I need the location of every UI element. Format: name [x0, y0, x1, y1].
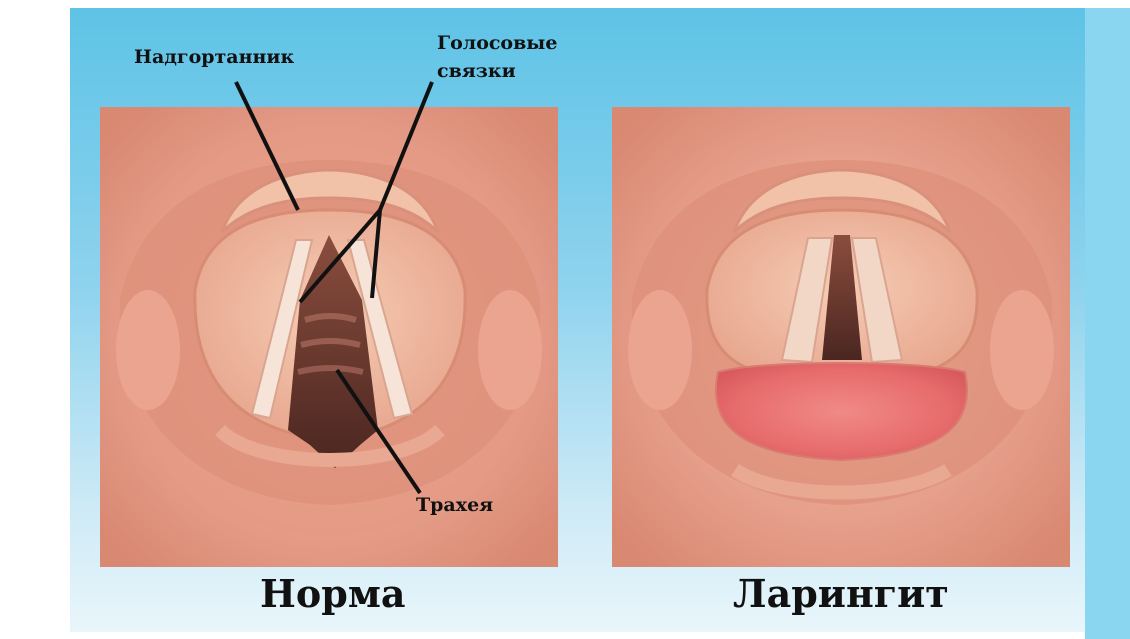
- laryngitis-right-fold: [990, 290, 1054, 410]
- normal-left-fold: [116, 290, 180, 410]
- laryngitis-caption: Ларингит: [733, 572, 949, 616]
- vocal-cords-label-line1: Голосовые: [437, 32, 557, 54]
- vocal-cords-label-line2: связки: [437, 60, 516, 82]
- normal-right-fold: [478, 290, 542, 410]
- normal-caption: Норма: [260, 572, 405, 616]
- trachea-label: Трахея: [416, 494, 493, 516]
- epiglottis-label: Надгортанник: [134, 46, 294, 68]
- laryngitis-larynx-panel: [612, 107, 1070, 567]
- laryngitis-left-fold: [628, 290, 692, 410]
